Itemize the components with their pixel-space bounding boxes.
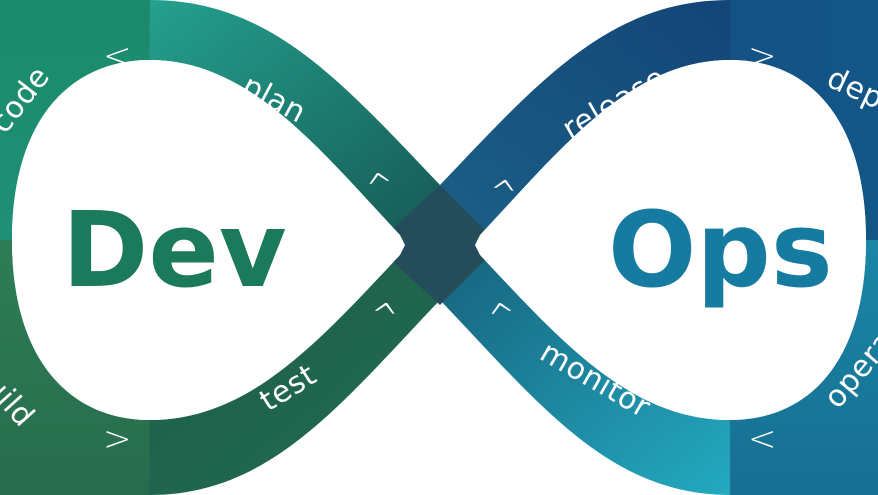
segment-code bbox=[0, 0, 150, 240]
chevron-right-icon: > bbox=[103, 419, 132, 459]
segment-test bbox=[150, 255, 440, 495]
chevron-up-icon: ^ bbox=[485, 171, 520, 215]
chevron-right-icon: > bbox=[748, 36, 777, 76]
center-crossing bbox=[375, 185, 500, 305]
segment-operate bbox=[730, 240, 878, 495]
segment-build bbox=[0, 240, 150, 495]
segment-plan bbox=[150, 0, 440, 235]
chevron-up-icon: ^ bbox=[485, 295, 520, 339]
chevron-up-icon: ^ bbox=[363, 165, 398, 209]
title-ops: Ops bbox=[608, 189, 833, 311]
segment-release bbox=[440, 0, 730, 235]
right-loop-hole bbox=[475, 60, 866, 420]
segment-monitor bbox=[440, 255, 730, 495]
title-dev: Dev bbox=[62, 189, 287, 311]
left-loop-hole bbox=[12, 60, 405, 420]
chevron-left-icon: < bbox=[748, 419, 777, 459]
chevron-up-icon: ^ bbox=[366, 294, 401, 338]
chevron-left-icon: < bbox=[103, 36, 132, 76]
segment-deploy bbox=[730, 0, 878, 240]
